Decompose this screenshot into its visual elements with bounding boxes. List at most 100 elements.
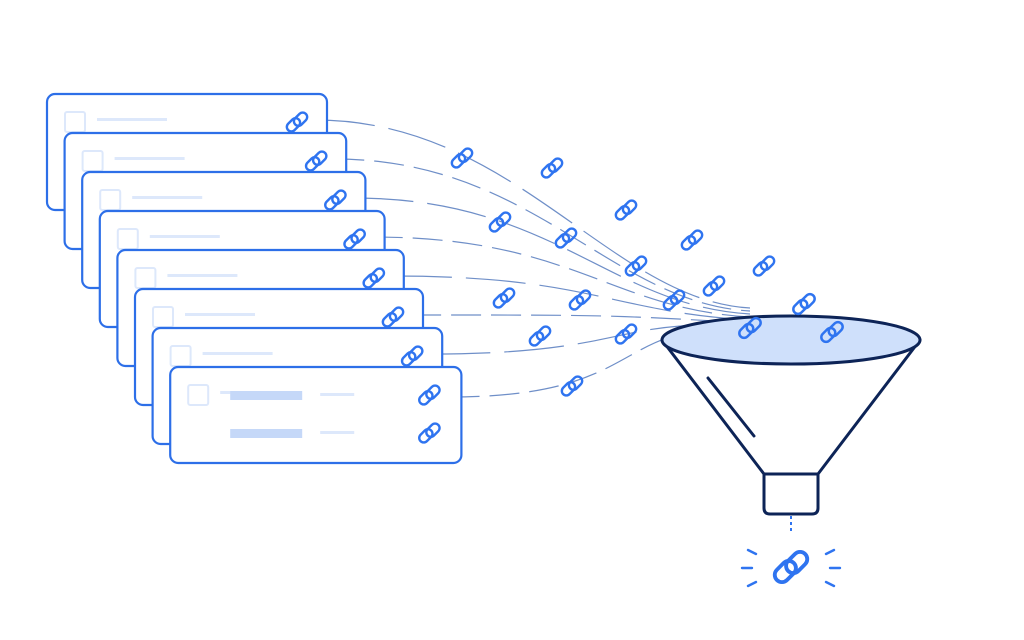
window-link-icon xyxy=(304,150,328,172)
window-link-icon xyxy=(285,111,309,133)
sparkle-icon xyxy=(746,548,758,556)
chain-link-icon xyxy=(450,147,474,169)
output-link-icon xyxy=(772,549,810,585)
chain-ring xyxy=(492,293,509,309)
connector-line xyxy=(410,314,751,324)
connector-line xyxy=(391,275,751,321)
chain-ring xyxy=(418,390,434,406)
output-link xyxy=(740,548,842,588)
chain-ring xyxy=(418,428,434,444)
chain-ring xyxy=(687,229,704,245)
chain-ring xyxy=(388,306,405,322)
chain-ring xyxy=(292,111,309,127)
chain-ring xyxy=(621,323,638,339)
chain-ring xyxy=(350,228,366,244)
chain-ring xyxy=(662,295,679,311)
text-placeholder xyxy=(320,431,355,434)
chain-ring xyxy=(799,292,816,310)
chain-ring xyxy=(614,205,631,221)
window-frame xyxy=(169,365,463,465)
funnel-icon xyxy=(660,314,922,532)
text-placeholder xyxy=(132,196,203,199)
sparkle-icon xyxy=(824,580,836,588)
chain-ring xyxy=(547,157,564,173)
chain-ring xyxy=(680,235,697,251)
chain-ring xyxy=(535,325,552,341)
chain-ring xyxy=(575,289,592,305)
window-stack xyxy=(45,92,463,465)
chain-ring xyxy=(457,147,474,163)
chain-link-icon xyxy=(614,323,638,345)
highlight-bar xyxy=(230,429,303,438)
chain-link-icon xyxy=(568,289,592,311)
chain-link-icon xyxy=(680,229,704,251)
window-link-icon xyxy=(418,422,441,444)
window-link-icon xyxy=(418,384,441,406)
chain-ring xyxy=(362,273,379,289)
chain-link-icon xyxy=(752,255,776,277)
chain-link-icon xyxy=(624,255,648,277)
chain-ring xyxy=(324,195,340,211)
chain-link-icon xyxy=(488,211,512,233)
chain-ring xyxy=(369,267,386,283)
funnel-body xyxy=(660,338,922,516)
window-link-icon xyxy=(362,267,386,289)
chain-ring xyxy=(528,331,545,347)
text-placeholder xyxy=(320,393,355,396)
chain-ring xyxy=(669,289,686,305)
chain-ring xyxy=(488,217,505,233)
chain-ring xyxy=(567,375,584,391)
chain-ring xyxy=(425,422,441,438)
connector-line xyxy=(314,119,751,309)
chain-ring xyxy=(561,227,578,243)
chain-ring xyxy=(311,150,328,166)
sparkle-icon xyxy=(824,548,836,556)
window-link-icon xyxy=(381,306,405,328)
chain-ring xyxy=(381,312,398,328)
chain-ring xyxy=(752,261,769,277)
chain-ring xyxy=(624,261,641,277)
chain-ring xyxy=(702,281,719,297)
highlight-bar xyxy=(230,391,303,400)
chain-ring xyxy=(540,163,557,179)
chain-link-icon xyxy=(560,375,584,397)
chain-link-icon xyxy=(662,289,686,311)
chain-ring xyxy=(631,255,648,271)
text-placeholder xyxy=(185,313,255,316)
chain-ring xyxy=(407,345,424,361)
chain-ring xyxy=(304,156,321,172)
chain-link-icon xyxy=(528,325,552,347)
chain-ring xyxy=(425,384,441,400)
text-placeholder xyxy=(167,274,238,277)
sparkle-icon xyxy=(746,580,758,588)
text-placeholder xyxy=(97,118,167,121)
chain-link-icon xyxy=(540,157,564,179)
window-link-icon xyxy=(400,345,424,367)
floating-links xyxy=(450,147,776,397)
chain-ring xyxy=(614,329,631,345)
text-placeholder xyxy=(149,235,220,238)
chain-ring xyxy=(745,316,762,334)
connector-line xyxy=(353,197,751,315)
chain-link-icon xyxy=(492,287,516,309)
chain-ring xyxy=(621,199,638,215)
chain-link-icon xyxy=(554,227,578,249)
chain-ring xyxy=(400,351,417,367)
text-placeholder xyxy=(114,157,185,160)
chain-link-icon xyxy=(702,275,726,297)
chain-ring xyxy=(343,234,359,250)
text-placeholder xyxy=(202,352,273,355)
chain-ring xyxy=(285,117,302,133)
chain-ring xyxy=(495,211,512,227)
connector-line xyxy=(334,158,751,312)
chain-ring xyxy=(499,287,516,303)
chain-ring xyxy=(772,559,798,585)
connector-line xyxy=(372,236,751,318)
funnel-rim xyxy=(660,314,922,366)
chain-ring xyxy=(554,233,571,249)
chain-ring xyxy=(759,255,776,271)
chain-ring xyxy=(709,275,726,291)
chain-link-icon xyxy=(614,199,638,221)
